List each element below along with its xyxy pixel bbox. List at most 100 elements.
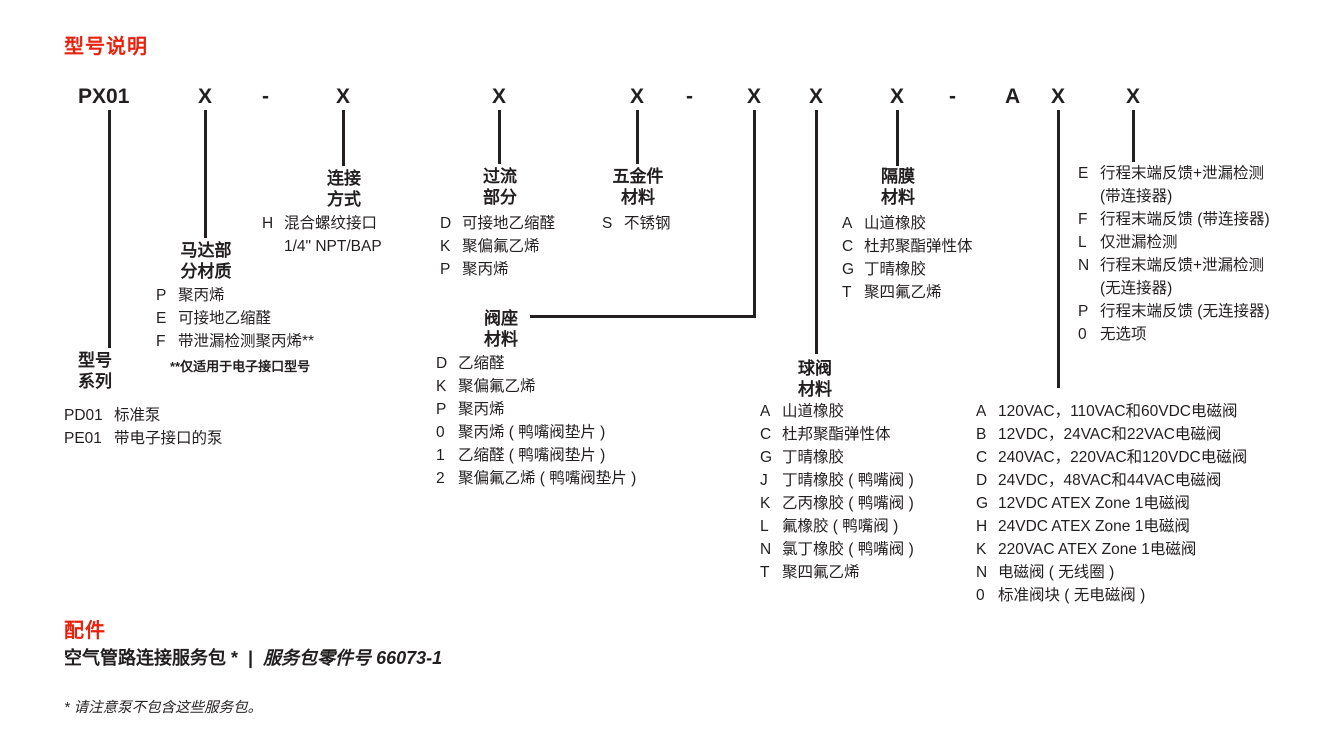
- item-code: PE01: [64, 430, 102, 447]
- accessories-line: 空气管路连接服务包 *|服务包零件号 66073-1: [64, 644, 442, 670]
- item-text: 无选项: [1100, 326, 1147, 343]
- accessories-separator: |: [248, 648, 254, 668]
- item-text: 氯丁橡胶 ( 鸭嘴阀 ): [782, 541, 914, 558]
- item-code: K: [976, 541, 987, 558]
- item-text: 1/4" NPT/BAP: [284, 238, 382, 255]
- section-label-line2: 材料: [621, 188, 655, 207]
- list-item: H 混合螺纹接口: [262, 212, 382, 235]
- item-text: 可接地乙缩醛: [462, 215, 556, 232]
- list-item: N 电磁阀 ( 无线圈 ): [976, 561, 1247, 584]
- page-title: 型号说明: [64, 36, 148, 58]
- item-code: K: [440, 238, 451, 255]
- section-label-line2: 材料: [881, 188, 915, 207]
- item-text: 电磁阀 ( 无线圈 ): [998, 564, 1115, 581]
- model-code-dash-2: -: [686, 85, 693, 108]
- item-text: 聚四氟乙烯: [864, 284, 942, 301]
- item-text: 聚偏氟乙烯: [462, 238, 540, 255]
- model-code-char-diaphragm: X: [890, 85, 905, 108]
- accessories-heading: 配件: [64, 620, 106, 642]
- section-label-line2: 材料: [798, 380, 832, 399]
- item-text: 混合螺纹接口: [284, 215, 378, 232]
- item-code: H: [262, 215, 274, 232]
- item-code: C: [842, 238, 854, 255]
- model-code-char-seat: X: [747, 85, 762, 108]
- item-code: 0: [1078, 326, 1087, 343]
- section-label-line2: 分材质: [180, 262, 232, 281]
- item-code: PD01: [64, 407, 103, 424]
- section-label-wetted: 过流 部分: [465, 166, 535, 208]
- item-text: 行程末端反馈+泄漏检测: [1100, 257, 1265, 274]
- section-label-series: 型号 系列: [78, 350, 112, 392]
- item-text: (带连接器): [1100, 188, 1173, 205]
- item-code: K: [436, 378, 447, 395]
- connector-line-wetted: [498, 110, 501, 164]
- accessories-footnote: * 请注意泵不包含这些服务包。: [64, 700, 263, 716]
- item-code: A: [842, 215, 853, 232]
- item-text: 丁晴橡胶: [864, 261, 927, 278]
- item-text: 山道橡胶: [864, 215, 927, 232]
- item-code: N: [976, 564, 988, 581]
- list-item: G 丁晴橡胶: [842, 258, 973, 281]
- list-item: K 聚偏氟乙烯: [436, 375, 636, 398]
- item-text: 行程末端反馈 (无连接器): [1100, 303, 1270, 320]
- item-text: 12VDC ATEX Zone 1电磁阀: [998, 495, 1190, 512]
- item-text: 可接地乙缩醛: [178, 310, 272, 327]
- connector-line-hardware: [636, 110, 639, 164]
- item-code: S: [602, 215, 613, 232]
- model-code-char-connection: X: [336, 85, 351, 108]
- item-text: 乙丙橡胶 ( 鸭嘴阀 ): [782, 495, 914, 512]
- item-text: 聚丙烯: [458, 401, 505, 418]
- section-label-ball: 球阀 材料: [780, 358, 850, 400]
- model-code-char-ball: X: [809, 85, 824, 108]
- item-code: A: [976, 403, 987, 420]
- list-item: 0 无选项: [1078, 323, 1270, 346]
- model-code-char-wetted: X: [492, 85, 507, 108]
- item-code: F: [1078, 211, 1088, 228]
- model-code-dash-1: -: [262, 85, 269, 108]
- item-code: T: [760, 564, 770, 581]
- item-code: P: [156, 287, 167, 304]
- item-text: (无连接器): [1100, 280, 1173, 297]
- connector-line-ball: [815, 110, 818, 354]
- item-text: 聚偏氟乙烯: [458, 378, 536, 395]
- option-list-connection: H 混合螺纹接口 1/4" NPT/BAP: [262, 212, 382, 258]
- section-label-line1: 马达部: [180, 241, 232, 260]
- item-code: P: [436, 401, 447, 418]
- connector-line-series: [108, 110, 111, 348]
- list-item: D 可接地乙缩醛: [440, 212, 555, 235]
- item-code: G: [842, 261, 855, 278]
- item-code: P: [440, 261, 451, 278]
- item-text: 聚四氟乙烯: [782, 564, 860, 581]
- item-text: 行程末端反馈 (带连接器): [1100, 211, 1270, 228]
- accessories-name: 空气管路连接服务包 *: [64, 648, 239, 668]
- item-code: A: [760, 403, 771, 420]
- item-code: D: [440, 215, 452, 232]
- section-label-line2: 材料: [484, 330, 518, 349]
- item-code: 0: [436, 424, 445, 441]
- connector-line-diaphragm: [896, 110, 899, 166]
- section-label-line1: 隔膜: [881, 167, 915, 186]
- item-code-spacer: [1078, 185, 1100, 208]
- model-code-dash-3: -: [949, 85, 956, 108]
- item-code: B: [976, 426, 987, 443]
- item-code: C: [976, 449, 988, 466]
- model-code-char-feedback: X: [1126, 85, 1141, 108]
